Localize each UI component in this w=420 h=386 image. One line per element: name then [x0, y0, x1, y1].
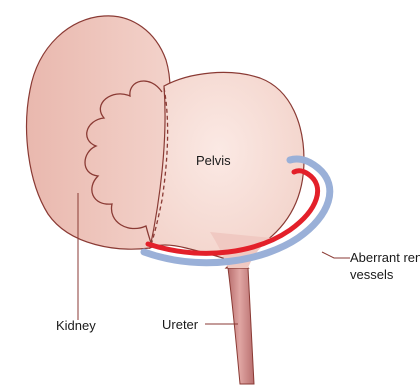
ureter-label: Ureter — [162, 317, 199, 332]
kidney-body — [27, 16, 170, 249]
kidney-label: Kidney — [56, 318, 96, 333]
pelvis-label: Pelvis — [196, 153, 231, 168]
aberrant-vessels-label-line1: Aberrant renal — [350, 250, 420, 265]
aberrant-leader-line — [322, 252, 350, 258]
ureter-tube — [228, 268, 254, 384]
aberrant-vessels-label-line2: vessels — [350, 267, 394, 282]
